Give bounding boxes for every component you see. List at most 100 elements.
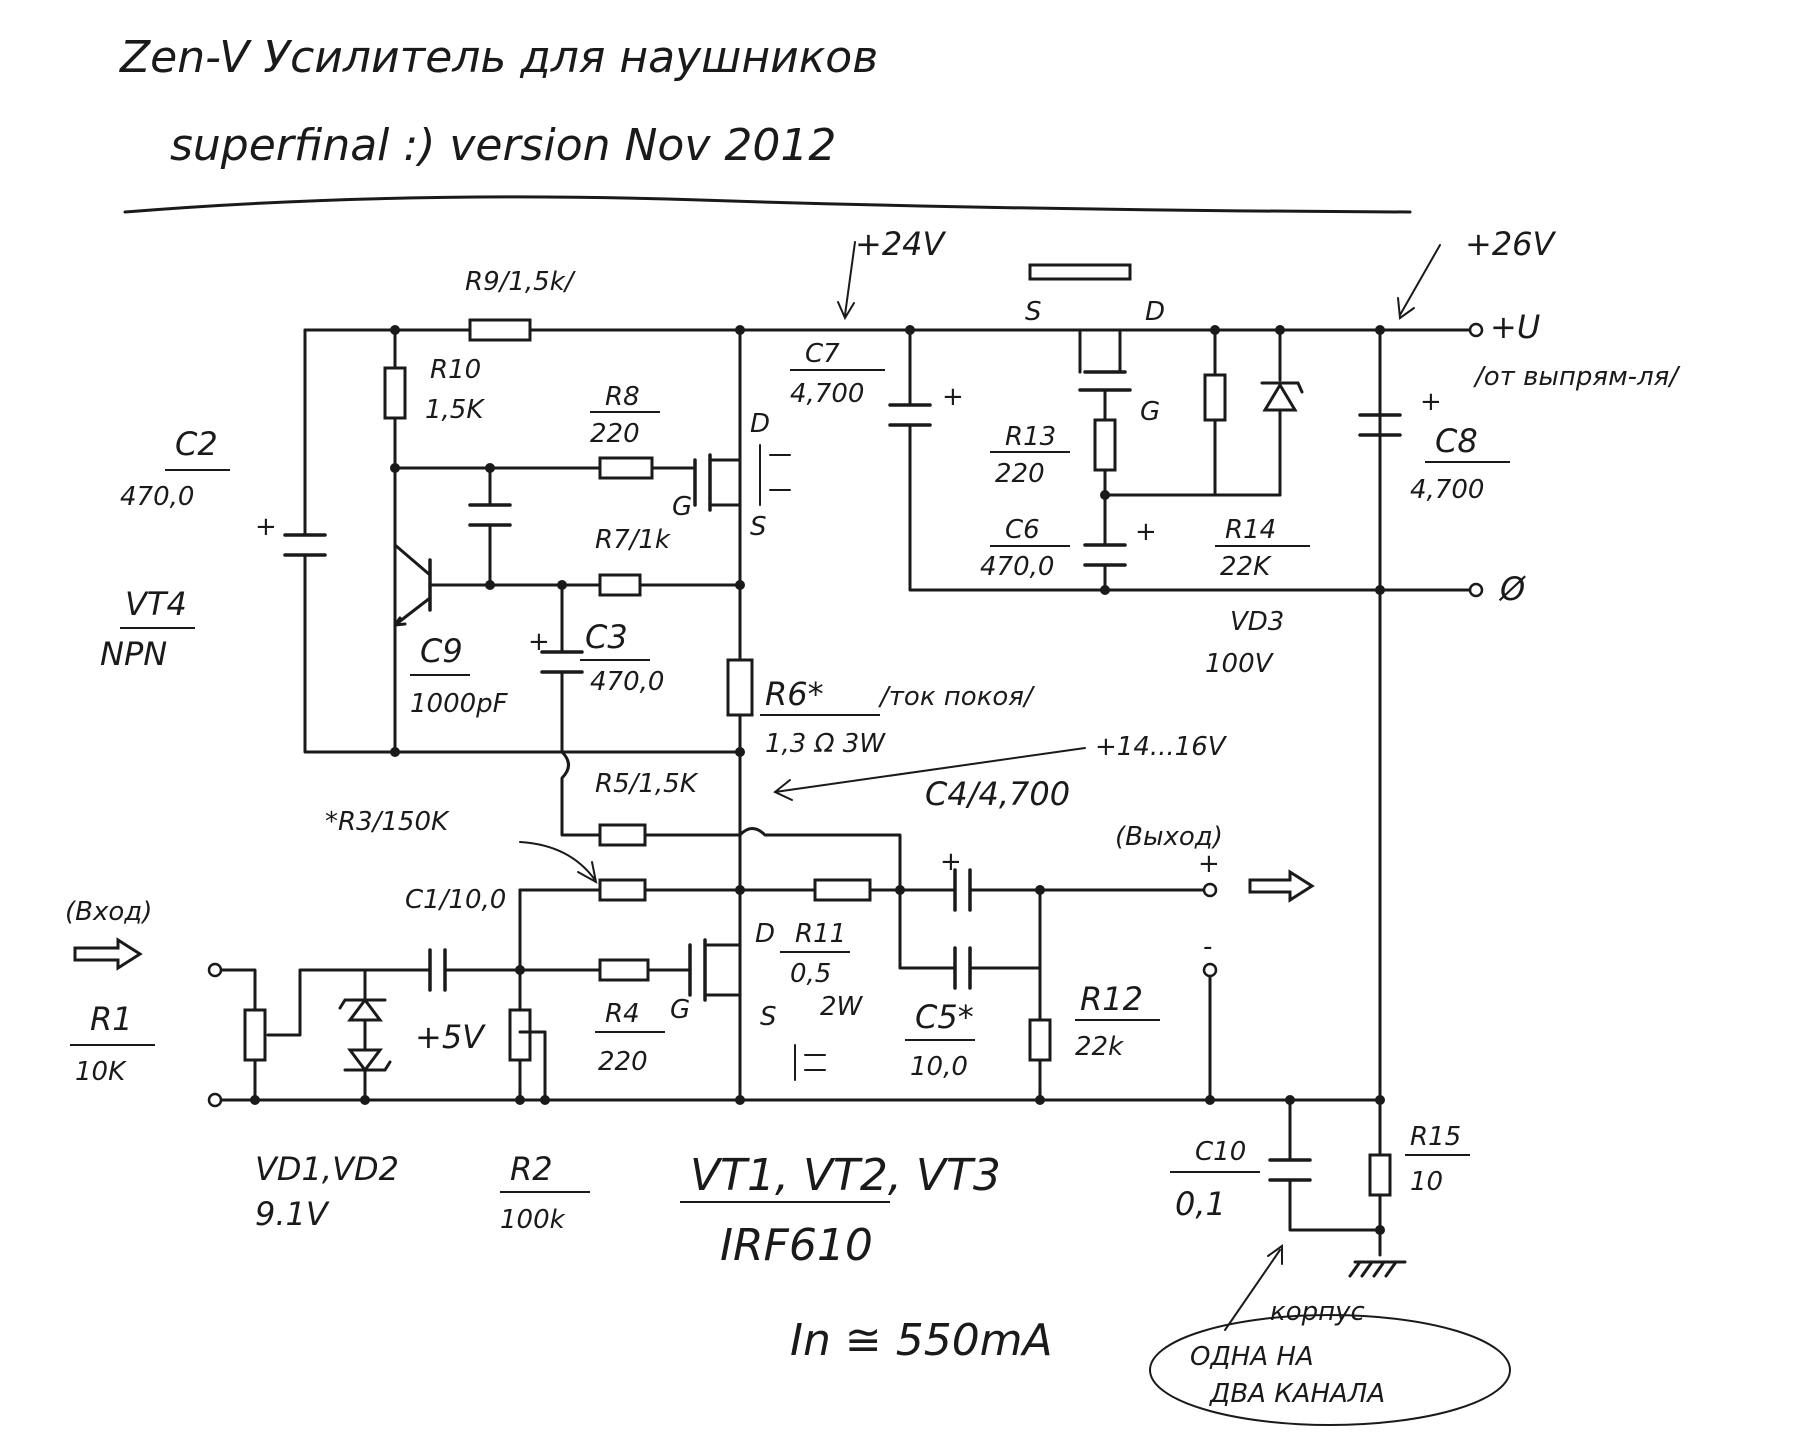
r12-resistor	[1028, 1018, 1052, 1062]
c8-capacitor	[1358, 413, 1402, 437]
label-c5-value: 10,0	[910, 1052, 968, 1082]
c7-capacitor	[888, 403, 932, 427]
label-vd12-value: 9.1V	[255, 1195, 330, 1233]
c8-polarity: +	[1420, 387, 1442, 417]
vd3-zener	[1260, 381, 1304, 412]
label-output: (Выход)	[1115, 822, 1223, 852]
c5-capacitor	[953, 946, 972, 990]
r7-resistor	[598, 573, 642, 597]
r5-resistor	[598, 823, 647, 847]
label-r8-value: 220	[590, 419, 640, 449]
label-r5: R5/1,5K	[595, 769, 699, 799]
label-c8: C8	[1435, 422, 1478, 460]
supply-terminal-zero[interactable]	[1468, 582, 1484, 598]
label-r11: R11	[795, 919, 846, 949]
label-r6-note: /ток покоя/	[878, 682, 1036, 712]
label-plus26v: +26V	[1465, 225, 1557, 263]
label-r1-value: 10K	[75, 1057, 127, 1087]
label-r7: R7/1k	[595, 525, 671, 555]
label-r3: *R3/150K	[325, 807, 450, 837]
label-r12: R12	[1080, 980, 1143, 1018]
label-r12-value: 22k	[1075, 1032, 1124, 1062]
label-from-rectifier: /от выпрям-ля/	[1473, 362, 1681, 392]
supply-terminal-plus[interactable]	[1468, 322, 1484, 338]
label-c6: C6	[1005, 515, 1040, 545]
r11-resistor	[813, 878, 872, 902]
vt3-pin-d: D	[1145, 297, 1165, 327]
vt4-npn-transistor	[393, 543, 432, 627]
vd1-vd2-zener	[338, 997, 392, 1073]
label-c2-value: 470,0	[120, 482, 194, 512]
r3-resistor	[598, 878, 647, 902]
label-vd3-value: 100V	[1205, 649, 1275, 679]
label-r4: R4	[605, 999, 640, 1029]
schematic-title: Zen-V Усилитель для наушников	[119, 32, 878, 83]
vt3-pin-g: G	[1140, 397, 1160, 427]
label-v14-16: +14...16V	[1095, 732, 1228, 762]
junctions	[250, 325, 1385, 1235]
label-vt4: VT4	[125, 585, 187, 623]
schematic-subtitle: superfinal :) version Nov 2012	[170, 120, 836, 171]
vt1-mosfet	[688, 938, 826, 1081]
c9-capacitor	[468, 503, 512, 527]
label-vd12: VD1,VD2	[255, 1150, 399, 1188]
label-vt4-type: NPN	[100, 635, 167, 673]
label-two-channels: ДВА КАНАЛА	[1209, 1379, 1385, 1409]
label-c3: C3	[585, 618, 628, 656]
label-r13-value: 220	[995, 459, 1045, 489]
label-vt123: VT1, VT2, VT3	[690, 1150, 1001, 1201]
c6-capacitor	[1083, 543, 1127, 567]
r8-resistor	[598, 456, 654, 480]
label-r6-value: 1,3 Ω 3W	[765, 729, 886, 759]
r14-resistor	[1203, 373, 1227, 422]
c4-polarity: +	[940, 847, 962, 877]
label-plus-u: +U	[1490, 308, 1540, 346]
label-c2: C2	[175, 425, 218, 463]
c7-polarity: +	[942, 382, 964, 412]
label-r10: R10	[430, 355, 481, 385]
label-r15-value: 10	[1410, 1167, 1443, 1197]
c10-capacitor	[1268, 1158, 1312, 1182]
label-input: (Вход)	[65, 897, 152, 927]
chassis-ground-icon	[1348, 1260, 1407, 1278]
label-c9-value: 1000pF	[410, 689, 509, 719]
vt2-mosfet	[693, 444, 791, 512]
vt3-mosfet	[1028, 263, 1132, 392]
input-terminal-plus[interactable]	[207, 962, 223, 978]
signal-arrows	[73, 241, 1441, 1331]
label-c7: C7	[805, 339, 840, 369]
vt1-pin-s: S	[760, 1002, 777, 1032]
label-case: корпус	[1270, 1297, 1365, 1327]
r10-resistor	[383, 366, 407, 420]
label-r13: R13	[1005, 422, 1056, 452]
label-r10-value: 1,5K	[425, 395, 485, 425]
label-r14-value: 22K	[1220, 552, 1272, 582]
r13-resistor	[1093, 418, 1117, 472]
vt2-pin-d: D	[750, 409, 770, 439]
r1-potentiometer	[243, 1008, 267, 1062]
vt2-pin-g: G	[672, 492, 692, 522]
header-rule	[123, 195, 1412, 214]
label-c6-value: 470,0	[980, 552, 1054, 582]
label-vd3: VD3	[1230, 607, 1284, 637]
label-plus24v: +24V	[855, 225, 947, 263]
r4-resistor	[598, 958, 650, 982]
label-output-minus: -	[1203, 932, 1212, 962]
vt1-pin-d: D	[755, 919, 775, 949]
c6-polarity: +	[1135, 517, 1157, 547]
label-c3-value: 470,0	[590, 667, 664, 697]
r6-resistor	[726, 658, 754, 717]
input-terminal-ground[interactable]	[207, 1092, 223, 1108]
r15-resistor	[1368, 1153, 1392, 1197]
label-one-for-two: ОДНА НА	[1190, 1342, 1314, 1372]
label-r2-value: 100k	[500, 1205, 566, 1235]
label-idle-current: In ≅ 550mA	[790, 1315, 1053, 1366]
label-c4: C4/4,700	[925, 775, 1070, 813]
output-terminal-minus[interactable]	[1202, 962, 1218, 978]
c3-capacitor	[540, 650, 584, 674]
label-output-plus: +	[1198, 849, 1220, 879]
label-c1: C1/10,0	[405, 885, 506, 915]
output-terminal-plus[interactable]	[1202, 882, 1218, 898]
c4-capacitor	[953, 868, 972, 912]
label-r6: R6*	[765, 675, 824, 713]
